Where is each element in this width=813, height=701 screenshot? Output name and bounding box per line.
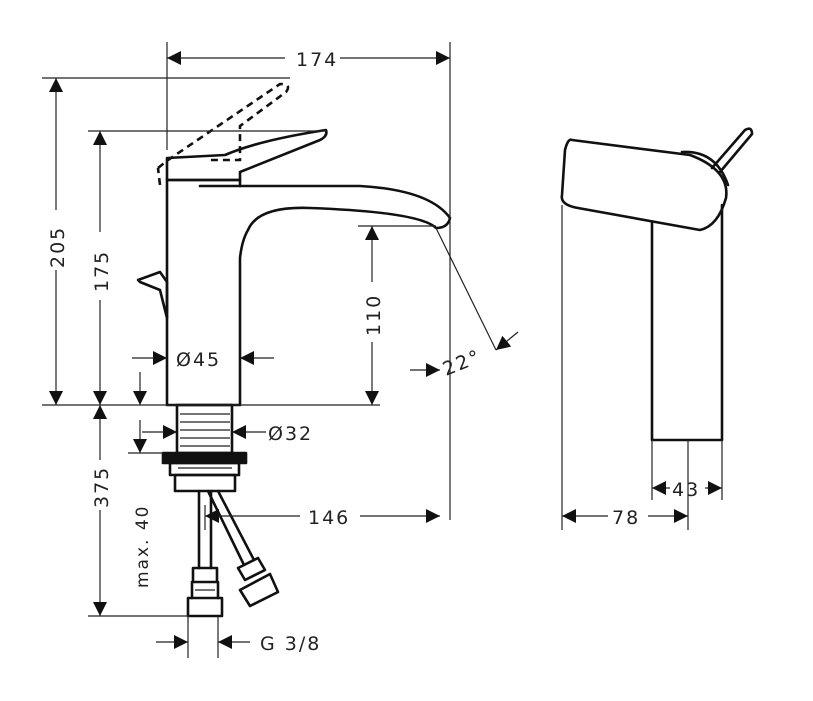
faucet-front-view <box>136 82 452 618</box>
label-spout-reach: 146 <box>308 507 350 529</box>
side-lever <box>560 138 728 232</box>
dimension-labels: 174 205 175 110 22° Ø45 Ø32 375 max. 40 … <box>47 49 700 655</box>
label-below-deck-length: 375 <box>91 466 113 508</box>
label-total-width: 174 <box>296 49 338 71</box>
label-spout-height: 110 <box>363 294 385 336</box>
lever-handle <box>165 128 328 182</box>
popup-rod <box>136 270 169 320</box>
lever-open-position <box>157 82 290 170</box>
label-total-height: 205 <box>47 226 69 268</box>
label-max-deck-thickness: max. 40 <box>133 505 153 588</box>
threaded-tail <box>161 403 248 493</box>
label-side-total-depth: 78 <box>612 507 640 529</box>
label-thread-diameter: Ø32 <box>268 423 313 445</box>
label-hose-thread: G 3/8 <box>260 633 321 655</box>
side-body <box>650 203 724 442</box>
label-body-diameter: Ø45 <box>176 349 221 371</box>
label-side-body-depth: 43 <box>672 479 700 501</box>
faucet-body <box>165 178 452 407</box>
faucet-side-view <box>560 127 754 442</box>
label-spout-angle: 22° <box>440 345 485 380</box>
side-lever-tip <box>710 127 754 174</box>
dimension-lines <box>42 42 723 658</box>
supply-hoses <box>186 489 280 618</box>
label-lever-height: 175 <box>91 250 113 292</box>
side-lever-hinge <box>680 150 730 187</box>
